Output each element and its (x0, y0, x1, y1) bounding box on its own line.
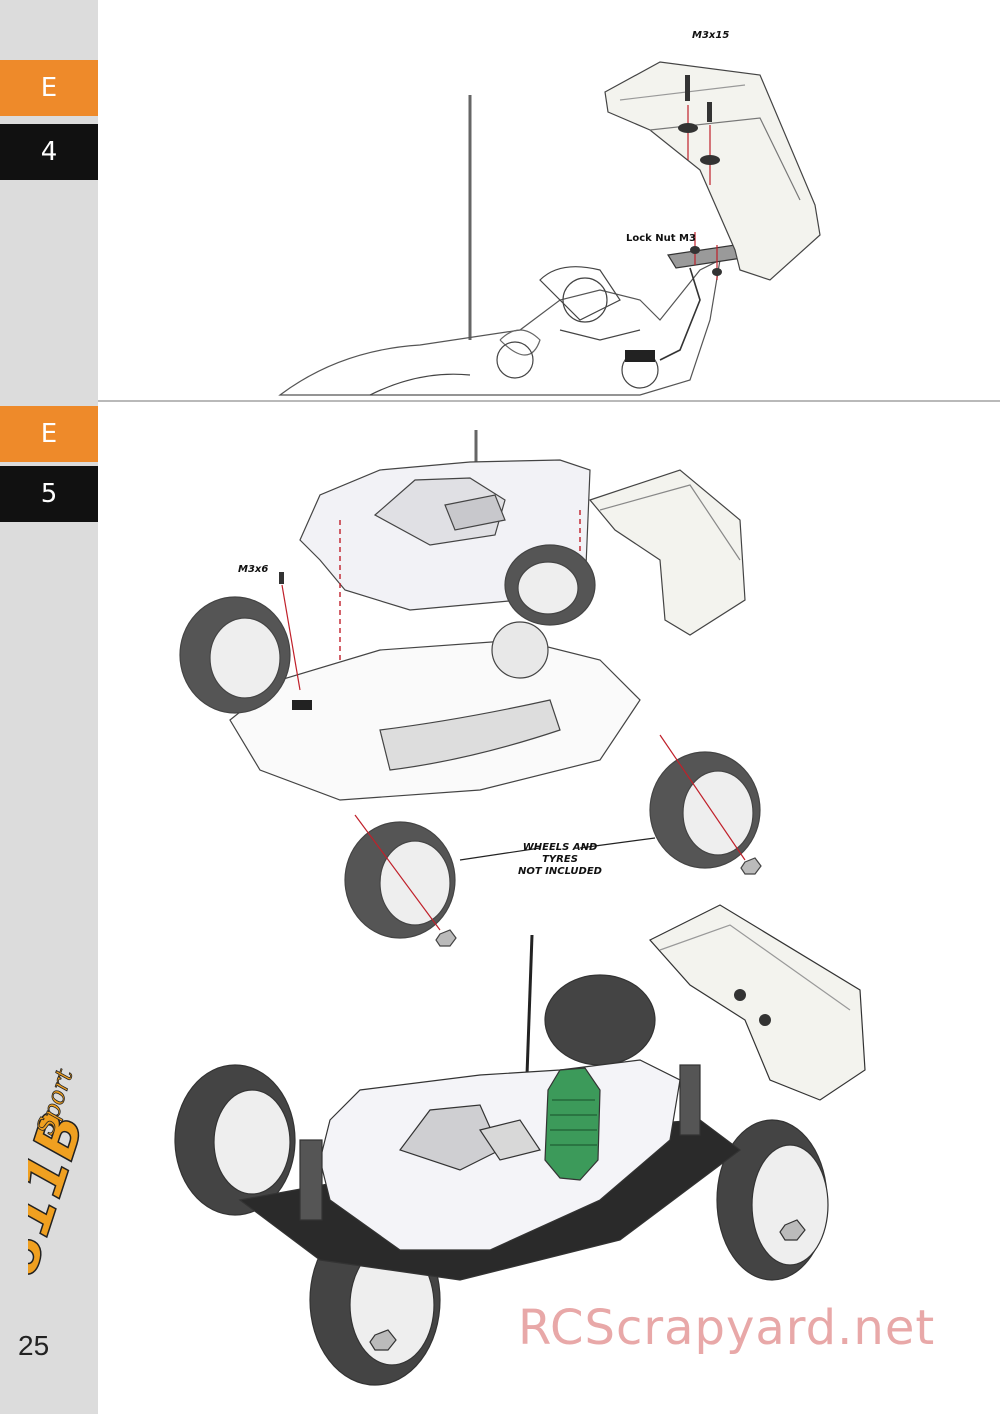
wheels-note-line: NOT INCLUDED (518, 866, 602, 877)
wheels-note-line: TYRES (542, 854, 578, 865)
step-divider (98, 400, 1000, 402)
step-e4-illustration (278, 61, 821, 396)
step-section-tab: E (0, 406, 98, 462)
step-number-tab: 5 (0, 466, 98, 522)
step-section-tab: E (0, 60, 98, 116)
callout-m3x15: M3x15 (692, 30, 730, 41)
watermark: RCScrapyard.net (518, 1300, 936, 1356)
page-number: 25 (18, 1330, 50, 1361)
wheels-note-line: WHEELS AND (522, 842, 598, 853)
callout-m3x6: M3x6 (238, 564, 269, 575)
step-number-tab: 4 (0, 124, 98, 180)
finished-car-illustration (174, 904, 866, 1386)
sidebar (0, 0, 98, 1414)
callout-lock-nut: Lock Nut M3 (626, 233, 696, 244)
step-e5-illustration (179, 430, 762, 947)
brand-logo: 811B Sport (28, 1065, 88, 1283)
callout-wheels-note: WHEELS AND TYRES NOT INCLUDED (515, 842, 605, 878)
